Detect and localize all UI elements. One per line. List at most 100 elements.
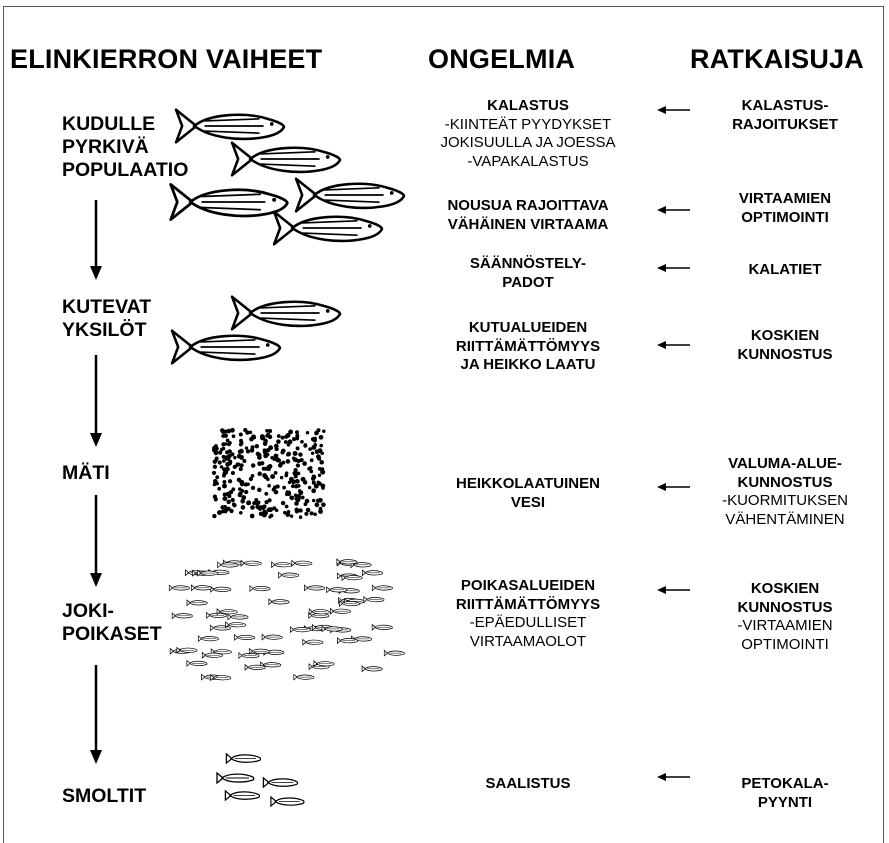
solution-arrow-5 [657,483,690,491]
roe-dot [320,468,324,473]
roe-dot [283,440,288,444]
roe-dot [298,490,304,496]
fish-icon [170,329,282,365]
roe-dot [286,509,291,514]
roe-dot [226,506,231,511]
roe-dot [223,470,228,476]
roe-dot [313,512,317,517]
roe-dot [295,436,300,441]
juvenile-fish-icon [191,584,213,591]
roe-dot [321,502,326,508]
solution-predator-fishing: PETOKALA- PYYNTI [695,775,875,812]
juvenile-fish-icon [383,649,405,657]
problem-fishing-title: KALASTUS [487,97,569,114]
roe-dot [217,510,222,516]
roe-dot [309,469,314,474]
roe-dot [311,498,316,503]
fish-icon [230,295,342,331]
juvenile-fish-icon [329,608,351,615]
roe-dot [285,459,291,464]
roe-dot [316,480,321,485]
solution-rapids-restoration-2-details: -VIRTAAMIEN OPTIMOINTI [737,617,833,653]
roe-dot [297,496,301,501]
roe-dot [254,443,260,449]
fish-icon [272,210,384,246]
roe-dot [279,475,284,480]
stage-spawning-migration-population: KUDULLE PYRKIVÄ POPULAATIO [62,113,189,181]
roe-dot [236,462,241,467]
roe-dot [318,506,323,511]
roe-dot [317,497,323,503]
roe-dot [219,447,224,452]
roe-dot [262,504,267,508]
roe-dot [240,498,245,504]
roe-dot [238,466,243,472]
roe-dot [233,455,237,460]
roe-dot [291,456,296,460]
roe-dot [298,452,303,457]
solution-catchment-restoration-title: VALUMA-ALUE- KUNNOSTUS [728,455,842,491]
roe-dot [258,505,263,510]
solution-arrow-4 [657,341,690,349]
solution-predator-fishing-title: PETOKALA- PYYNTI [741,775,829,811]
roe-dot [311,488,317,494]
roe-dot [309,511,314,516]
roe-dot [293,493,298,498]
roe-dot [213,450,219,456]
roe-dot [250,505,255,510]
solution-arrow-3 [657,264,690,272]
roe-dot [223,429,228,434]
roe-dot [311,480,316,485]
roe-dot [319,460,324,465]
solution-flow-optimisation-title: VIRTAAMIEN OPTIMOINTI [738,190,832,226]
roe-dot [289,514,294,518]
roe-dot [228,459,233,464]
roe-dot [267,434,273,440]
roe-dot [252,501,257,506]
roe-dot [276,434,281,438]
problem-spawning-areas-title: KUTUALUEIDEN RIITTÄMÄTTÖMYYS JA HEIKKO L… [455,319,601,373]
roe-dot [246,500,252,506]
roe-dot [214,446,219,451]
juvenile-fish-icon [302,639,324,646]
roe-dot [250,445,255,450]
solution-arrow-1 [657,106,690,114]
roe-dot [219,465,224,469]
roe-dot [313,483,319,489]
roe-dot [263,441,268,446]
roe-dot [295,478,300,484]
roe-dot [295,446,300,451]
roe-dot [218,450,223,455]
smolt-fish-icon [262,777,299,788]
roe-dot [315,454,321,460]
roe-dot [317,473,322,478]
roe-dot [287,439,293,445]
roe-dot [254,497,259,502]
problem-nursery-areas-details: -EPÄEDULLISET VIRTAAMAOLOT [469,614,587,650]
roe-dot [305,507,311,513]
roe-dot [309,458,314,463]
header-problems: ONGELMIA [428,44,576,74]
roe-dot [252,435,257,440]
roe-dot [222,508,228,514]
roe-dot [296,458,300,463]
roe-dot [222,496,228,502]
solution-flow-optimisation: VIRTAAMIEN OPTIMOINTI [695,190,875,227]
juvenile-fish-icon [363,596,385,603]
problem-predation: SAALISTUS [408,775,648,794]
problem-spawning-areas: KUTUALUEIDEN RIITTÄMÄTTÖMYYS JA HEIKKO L… [408,319,648,375]
roe-dot [244,489,249,495]
juvenile-fish-icon [234,634,256,641]
roe-dot [263,474,269,480]
roe-dot [265,452,270,457]
solution-fishing-restrictions: KALASTUS- RAJOITUKSET [695,97,875,134]
roe-dot [296,471,301,476]
roe-dot [284,473,289,478]
roe-dot [269,513,274,518]
stage-smolts: SMOLTIT [62,785,147,807]
juvenile-fish-icon [210,586,232,593]
roe-dot [265,428,269,433]
juvenile-fish-icon [308,608,330,615]
solution-catchment-restoration-details: -KUORMITUKSEN VÄHENTÄMINEN [722,492,848,528]
